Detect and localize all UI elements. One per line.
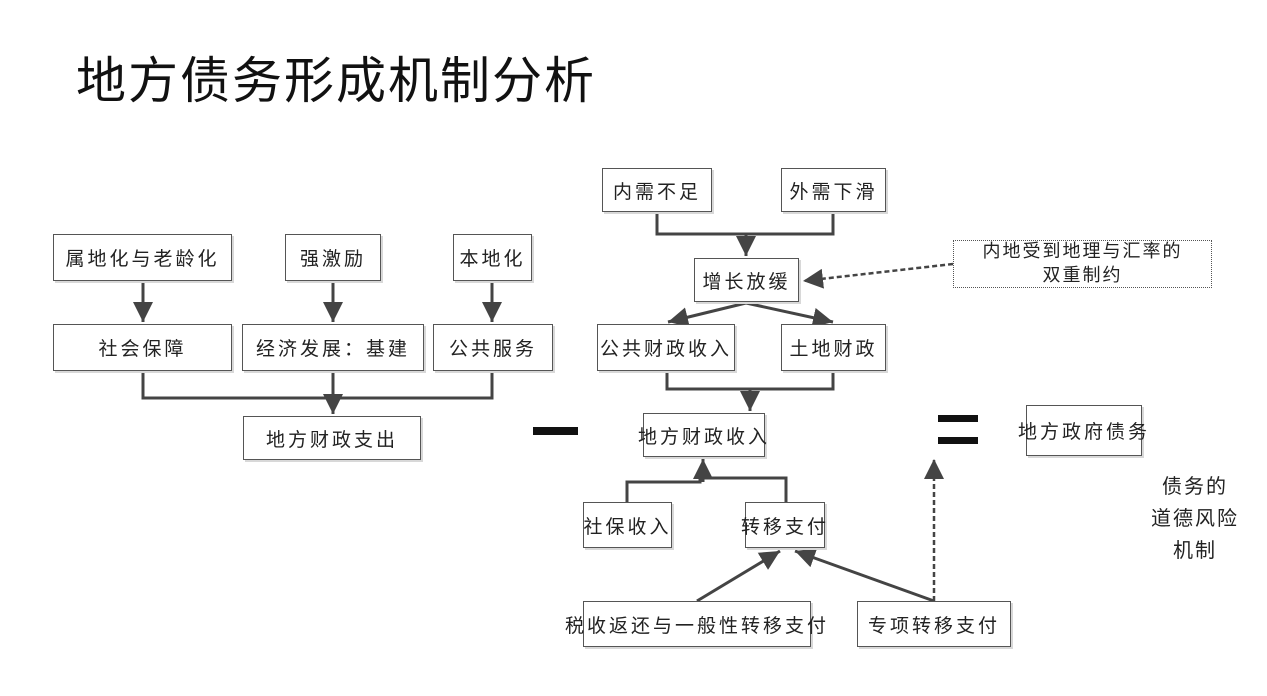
merge-other-revenue — [625, 476, 788, 502]
box-local-revenue: 地方财政收入 — [638, 413, 767, 457]
note-moral-hazard: 债务的 道德风险 机制 — [1140, 470, 1250, 566]
merge-revenue — [665, 371, 835, 391]
dotted-arrow-constraint — [802, 262, 954, 289]
box-weak-domestic-demand: 内需不足 — [602, 168, 712, 212]
box-public-service: 公共服务 — [433, 324, 553, 371]
box-weak-external-demand: 外需下滑 — [781, 168, 886, 212]
box-social-insurance-revenue: 社保收入 — [583, 502, 672, 548]
note-constraint-line1: 内地受到地理与汇率的 — [982, 241, 1183, 262]
box-local-government-debt: 地方政府债务 — [1018, 405, 1147, 456]
slide-title: 地方债务形成机制分析 — [76, 52, 596, 110]
merge-demand — [655, 212, 835, 236]
box-land-finance: 土地财政 — [781, 324, 886, 371]
box-incentive: 强激励 — [285, 234, 381, 281]
note-moral-hazard-line2: 道德风险 — [1151, 506, 1239, 530]
equals-sign-top — [938, 415, 978, 422]
box-special-transfer: 专项转移支付 — [857, 601, 1011, 647]
box-localization: 本地化 — [453, 234, 532, 281]
arrow-special-to-transfer — [794, 548, 935, 603]
minus-sign — [533, 427, 578, 435]
box-growth-slowdown: 增长放缓 — [694, 258, 799, 302]
equals-sign-bottom — [938, 437, 978, 444]
box-aging: 属地化与老龄化 — [53, 234, 232, 281]
box-general-transfer: 税收返还与一般性转移支付 — [565, 601, 826, 647]
note-constraint: 内地受到地理与汇率的 双重制约 — [953, 240, 1212, 288]
arrow-general-to-transfer — [696, 549, 781, 603]
note-constraint-line2: 双重制约 — [1042, 265, 1123, 286]
note-moral-hazard-line1: 债务的 — [1162, 474, 1228, 498]
box-social-security: 社会保障 — [53, 324, 232, 371]
box-transfer-payment: 转移支付 — [741, 502, 826, 548]
box-local-spending: 地方财政支出 — [243, 416, 421, 460]
box-public-revenue: 公共财政收入 — [597, 324, 735, 371]
note-moral-hazard-line3: 机制 — [1173, 538, 1217, 562]
box-infrastructure: 经济发展：基建 — [242, 324, 424, 371]
merge-to-spending — [141, 371, 494, 400]
arrow-to-land-finance — [745, 301, 834, 328]
arrow-to-public-revenue — [667, 301, 747, 327]
